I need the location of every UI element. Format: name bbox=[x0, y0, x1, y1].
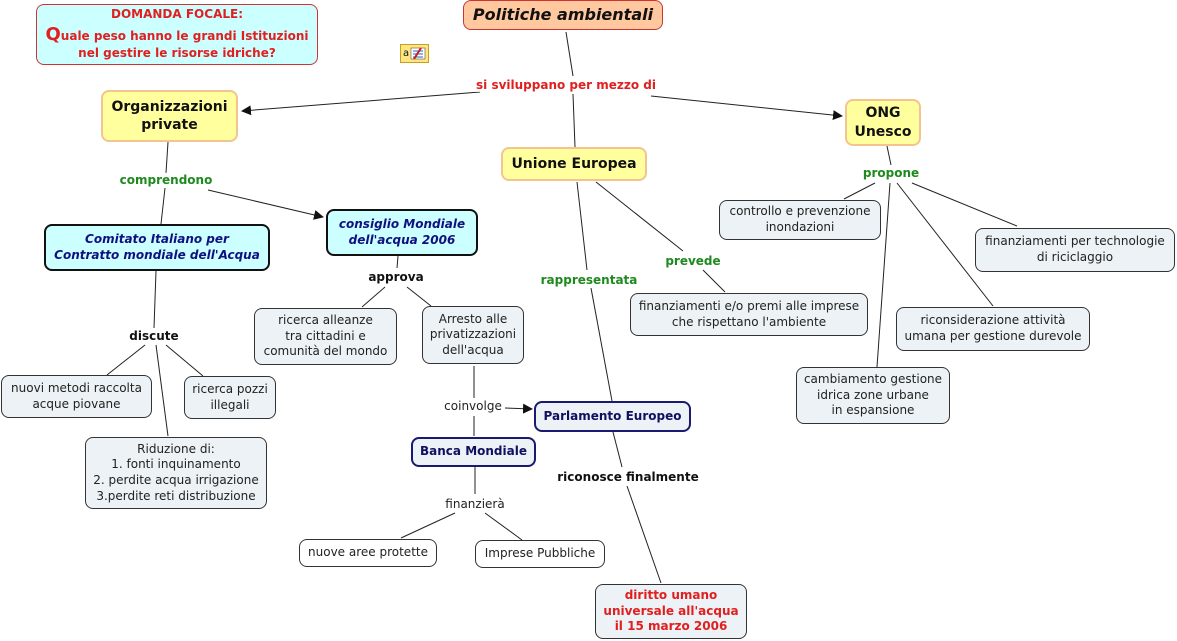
arrow-to-parlamento bbox=[504, 403, 533, 414]
node-ricerca-alleanze[interactable]: ricerca alleanze tra cittadini e comunit… bbox=[254, 308, 397, 365]
link-propone[interactable]: propone bbox=[860, 165, 922, 181]
link-rappresentata[interactable]: rappresentata bbox=[538, 272, 640, 288]
node-organizzazioni-private[interactable]: Organizzazioni private bbox=[101, 90, 238, 142]
arrow-to-consiglio bbox=[207, 189, 324, 220]
focal-question-heading: DOMANDA FOCALE: bbox=[111, 7, 243, 22]
node-finanziamenti-imprese[interactable]: finanziamenti e/o premi alle imprese che… bbox=[630, 293, 868, 336]
node-parlamento-europeo[interactable]: Parlamento Europeo bbox=[534, 401, 691, 432]
node-ong-unesco[interactable]: ONG Unesco bbox=[845, 99, 921, 146]
node-controllo-prevenzione[interactable]: controllo e prevenzione inondazioni bbox=[719, 200, 881, 240]
focal-question-line1: Quale peso hanno le grandi Istituzioni bbox=[45, 23, 308, 46]
annotation-note-icon[interactable]: a bbox=[400, 44, 429, 63]
link-approva[interactable]: approva bbox=[366, 269, 426, 285]
node-banca-mondiale[interactable]: Banca Mondiale bbox=[411, 437, 536, 467]
svg-text:a: a bbox=[403, 48, 409, 59]
node-finanziamenti-tecnologie[interactable]: finanziamenti per technologie di ricicla… bbox=[975, 228, 1175, 272]
focal-question-line2: nel gestire le risorse idriche? bbox=[78, 46, 276, 61]
node-riduzione[interactable]: Riduzione di: 1. fonti inquinamento 2. p… bbox=[85, 437, 267, 509]
node-riconsiderazione[interactable]: riconsiderazione attività umana per gest… bbox=[896, 307, 1090, 351]
node-comitato-italiano[interactable]: Comitato Italiano per Contratto mondiale… bbox=[44, 224, 270, 271]
link-riconosce-finalmente[interactable]: riconosce finalmente bbox=[555, 469, 701, 485]
node-nuovi-metodi[interactable]: nuovi metodi raccolta acque piovane bbox=[1, 375, 152, 418]
link-coinvolge[interactable]: coinvolge bbox=[442, 398, 504, 414]
link-comprendono[interactable]: comprendono bbox=[117, 172, 215, 188]
node-imprese-pubbliche[interactable]: Imprese Pubbliche bbox=[475, 540, 605, 568]
node-nuove-aree-protette[interactable]: nuove aree protette bbox=[299, 539, 437, 567]
node-cambiamento-gestione[interactable]: cambiamento gestione idrica zone urbane … bbox=[796, 367, 950, 424]
node-consiglio-mondiale[interactable]: consiglio Mondiale dell'acqua 2006 bbox=[326, 209, 478, 256]
line-title-to-label bbox=[565, 31, 574, 77]
node-arresto-privatizzazioni[interactable]: Arresto alle privatizzazioni dell'acqua bbox=[422, 306, 524, 364]
node-diritto-umano[interactable]: diritto umano universale all'acqua il 15… bbox=[595, 584, 747, 639]
link-discute[interactable]: discute bbox=[127, 328, 181, 344]
arrow-to-org-private bbox=[241, 91, 481, 116]
focal-question-initial: Q bbox=[45, 23, 61, 45]
node-unione-europea[interactable]: Unione Europea bbox=[501, 147, 647, 181]
arrow-to-ong bbox=[650, 95, 843, 121]
link-prevede[interactable]: prevede bbox=[663, 253, 723, 269]
node-politiche-ambientali[interactable]: Politiche ambientali bbox=[463, 0, 663, 30]
node-ricerca-pozzi[interactable]: ricerca pozzi illegali bbox=[184, 376, 276, 419]
focal-question-line1-rest: uale peso hanno le grandi Istituzioni bbox=[60, 28, 309, 43]
line-to-ue bbox=[572, 93, 576, 148]
link-finanziera[interactable]: finanzierà bbox=[443, 496, 507, 512]
focal-question-box: DOMANDA FOCALE: Quale peso hanno le gran… bbox=[36, 4, 318, 65]
link-si-sviluppano[interactable]: si sviluppano per mezzo di bbox=[474, 77, 658, 93]
